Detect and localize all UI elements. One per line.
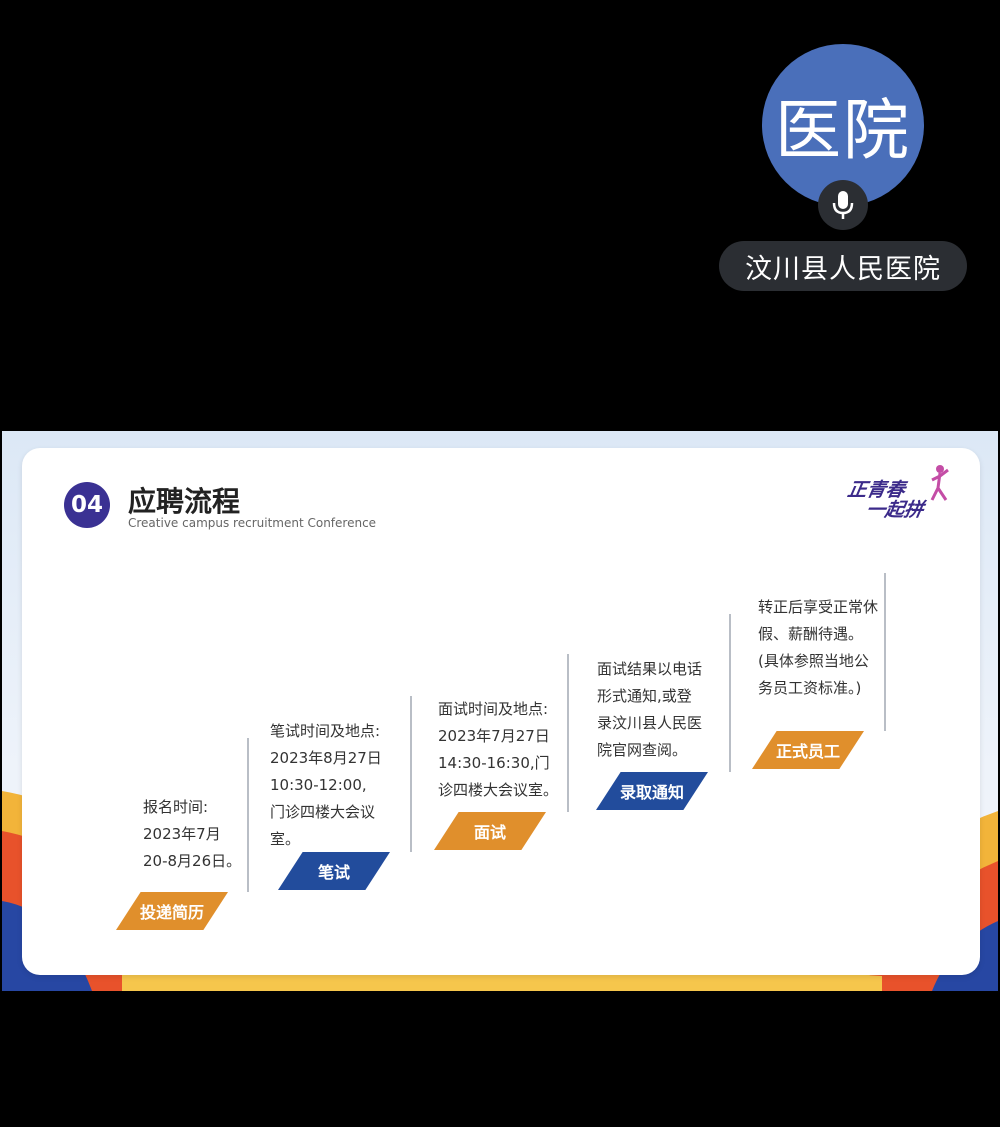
step-5-line: (具体参照当地公 (758, 652, 869, 670)
step-2-line: 室。 (270, 830, 301, 848)
step-1-description: 报名时间: 2023年7月 20-8月26日。 (143, 794, 241, 875)
runner-figure-icon (930, 465, 949, 501)
step-2-line: 2023年8月27日 (270, 749, 382, 767)
step-5-divider (884, 573, 886, 731)
campaign-logo: 正青春 一起拼 (842, 479, 928, 521)
page-subtitle: Creative campus recruitment Conference (128, 516, 377, 530)
microphone-button[interactable] (818, 180, 868, 230)
step-5-line: 务员工资标准。) (758, 679, 862, 697)
step-4-divider (729, 614, 731, 772)
step-3-line: 2023年7月27日 (438, 727, 550, 745)
step-1-line: 20-8月26日。 (143, 852, 242, 870)
page-title: 应聘流程 (128, 485, 241, 518)
microphone-icon (832, 191, 854, 219)
step-5-description: 转正后享受正常休 假、薪酬待遇。 (具体参照当地公 务员工资标准。) (758, 594, 878, 702)
step-2-line: 10:30-12:00, (270, 776, 367, 794)
presentation-slide (2, 431, 998, 991)
account-avatar[interactable]: 医院 (762, 44, 924, 206)
step-4-line: 录汶川县人民医 (597, 714, 703, 732)
step-3-line: 14:30-16:30,门 (438, 754, 550, 772)
logo-line-1: 正青春 (845, 479, 907, 501)
step-1-line: 报名时间: (143, 798, 209, 816)
step-1-divider (247, 738, 249, 892)
step-3-line: 面试时间及地点: (438, 700, 549, 718)
step-3-description: 面试时间及地点: 2023年7月27日 14:30-16:30,门 诊四楼大会议… (438, 696, 558, 804)
step-2-description: 笔试时间及地点: 2023年8月27日 10:30-12:00, 门诊四楼大会议… (270, 718, 382, 853)
content-card (22, 448, 980, 975)
logo-line-2: 一起拼 (864, 499, 926, 521)
step-3-divider (567, 654, 569, 812)
step-1-line: 2023年7月 (143, 825, 221, 843)
step-4-line: 院官网查阅。 (597, 741, 688, 759)
step-5-label-official-employee: 正式员工 (752, 731, 864, 769)
step-4-description: 面试结果以电话 形式通知,或登 录汶川县人民医 院官网查阅。 (597, 656, 702, 764)
step-4-line: 形式通知,或登 (597, 687, 692, 705)
step-3-line: 诊四楼大会议室。 (438, 781, 559, 799)
account-name[interactable]: 汶川县人民医院 (719, 241, 967, 291)
step-2-line: 门诊四楼大会议 (270, 803, 376, 821)
step-4-line: 面试结果以电话 (597, 660, 703, 678)
section-number-badge: 04 (64, 482, 110, 528)
step-2-line: 笔试时间及地点: (270, 722, 381, 740)
step-5-line: 转正后享受正常休 (758, 598, 879, 616)
step-2-divider (410, 696, 412, 852)
step-5-line: 假、薪酬待遇。 (758, 625, 864, 643)
